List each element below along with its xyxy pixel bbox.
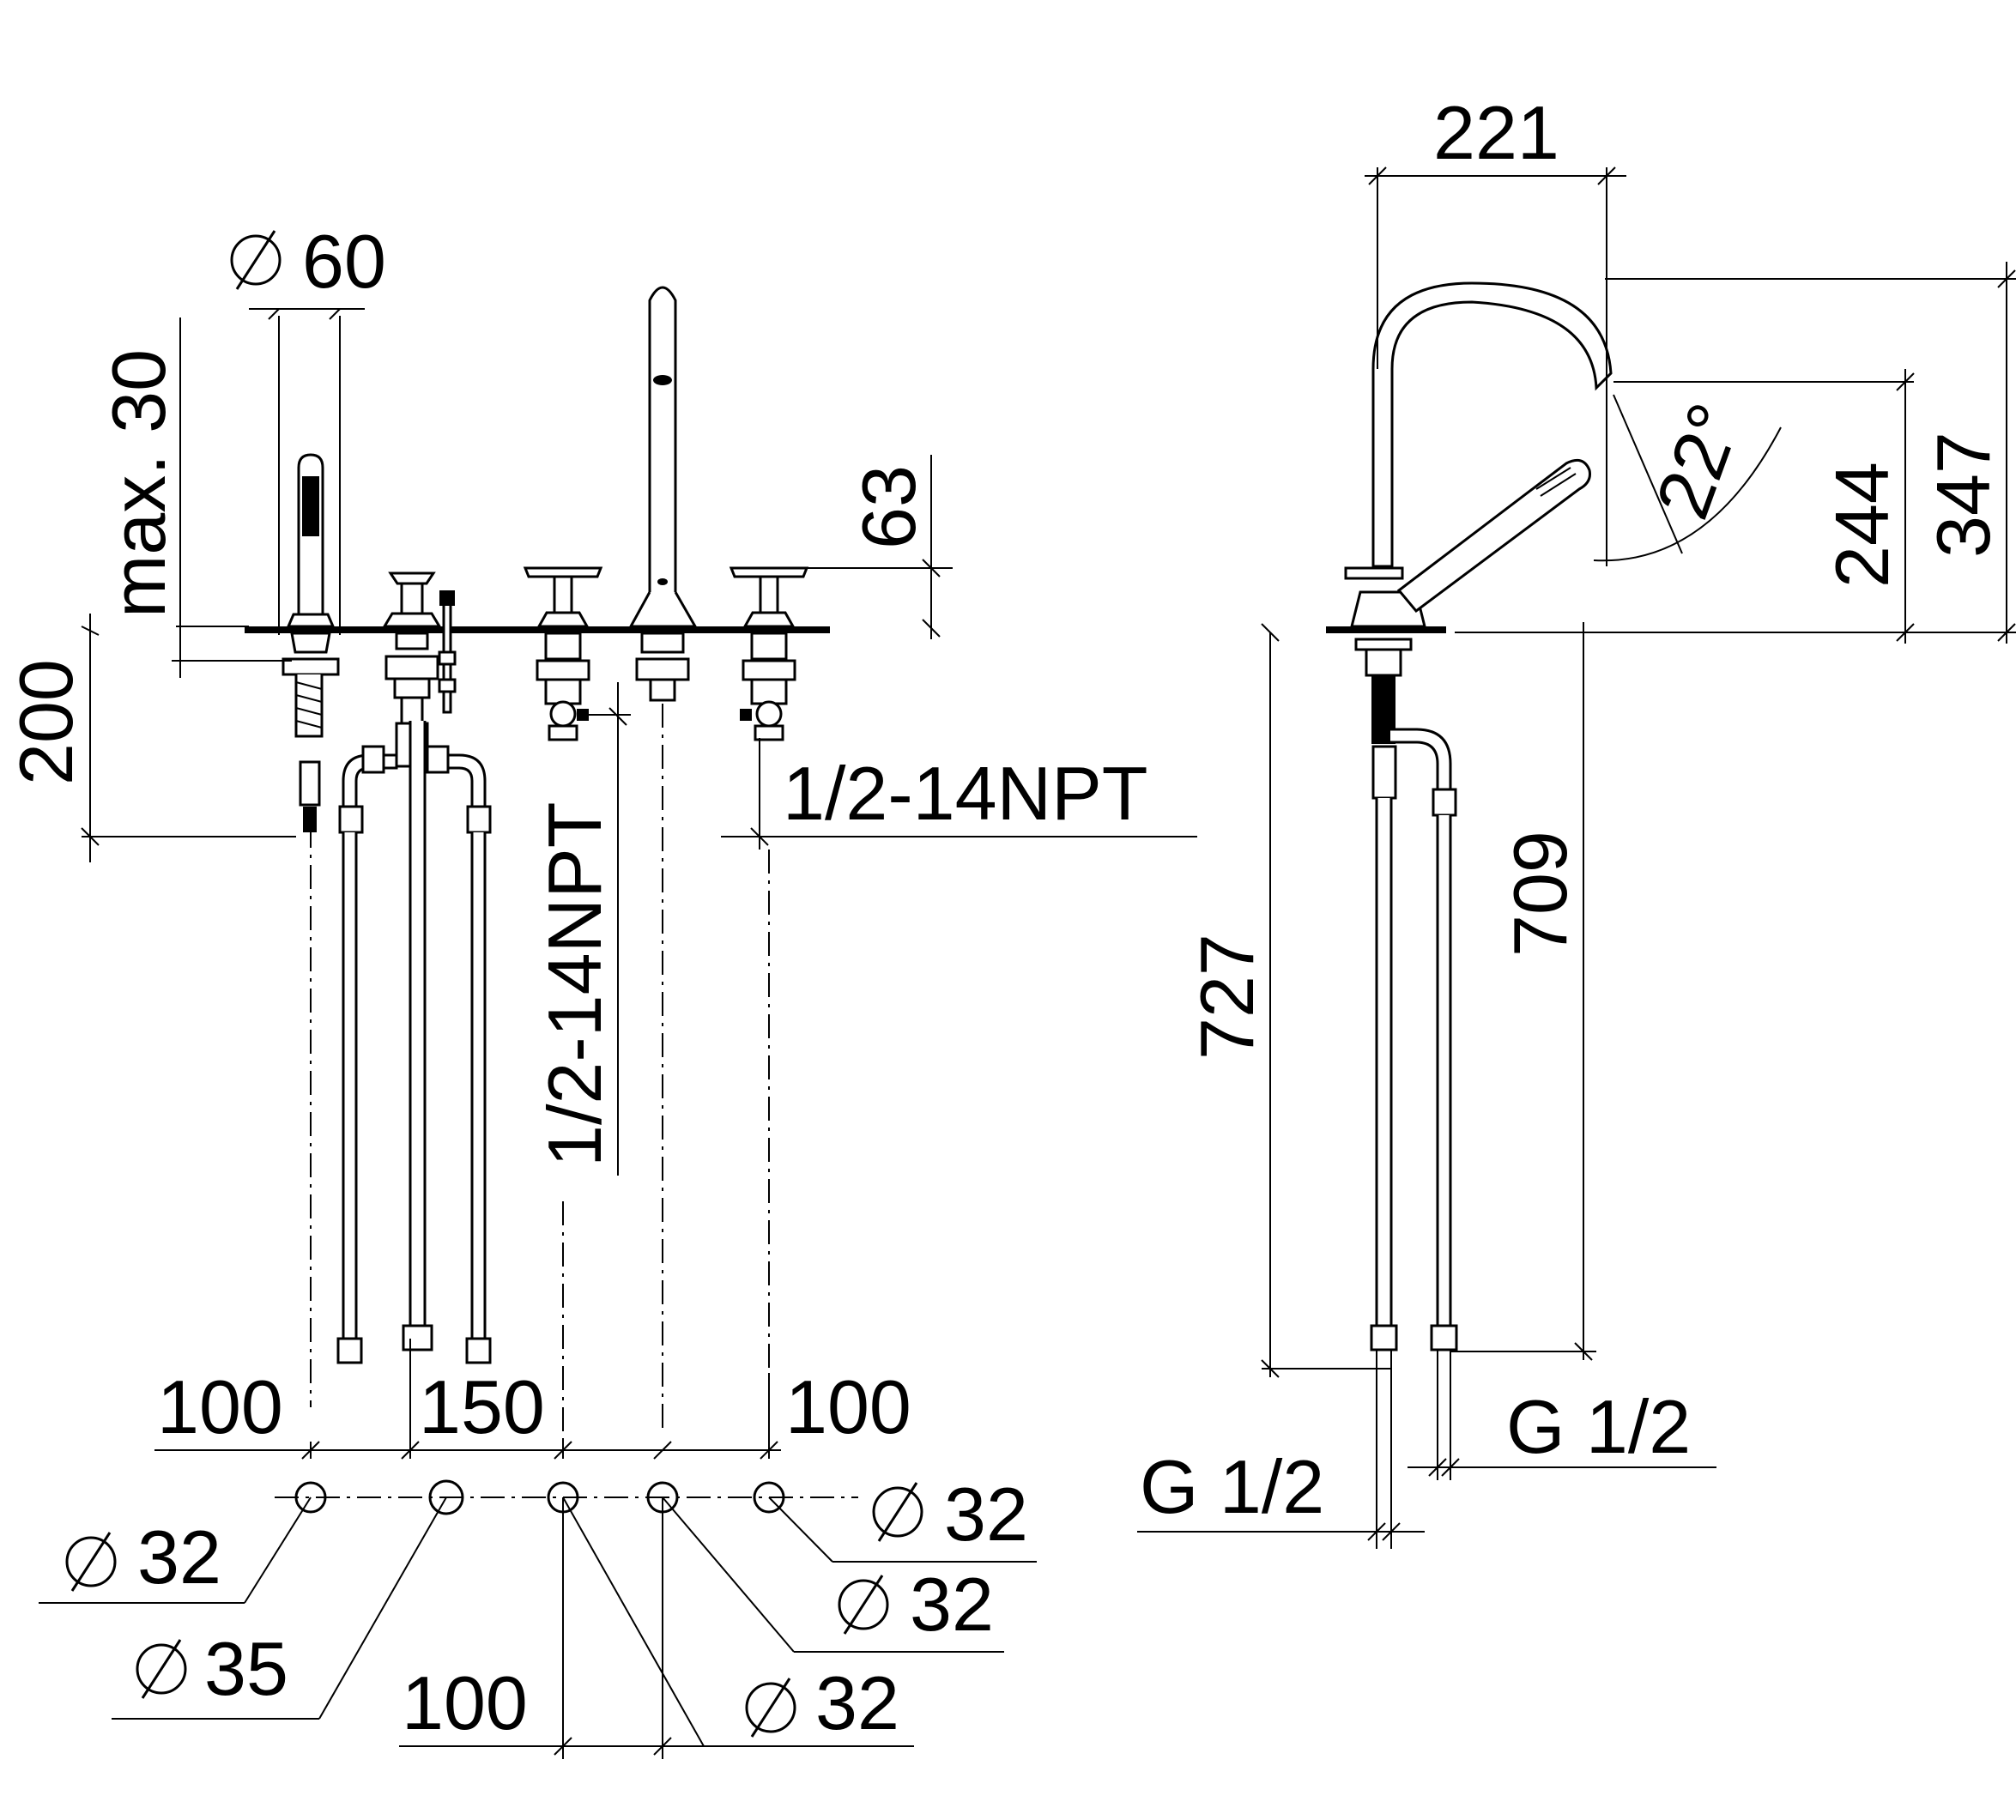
dimension-727: 727	[1184, 934, 1269, 1060]
dimension-200: 200	[3, 659, 88, 785]
dimension-angle-22: 22°	[1639, 393, 1759, 529]
diameter-symbol	[872, 1481, 923, 1543]
dimension-max-30: max. 30	[96, 349, 181, 618]
spout-side	[1371, 281, 1613, 568]
side-view: 221 244 347 22° 727 709 G 1/2 G 1/2	[1137, 90, 2016, 1549]
dimension-100-left: 100	[157, 1364, 283, 1449]
spout-front	[628, 286, 698, 702]
dimension-63: 63	[846, 465, 931, 549]
dimension-npt-vertical: 1/2-14NPT	[532, 801, 617, 1167]
dimension-100-bottom: 100	[402, 1660, 528, 1745]
dimension-lines-front	[81, 308, 1197, 1460]
dimension-dia-35: 35	[204, 1626, 288, 1711]
hand-shower-side	[1396, 458, 1591, 614]
dimension-npt-horizontal: 1/2-14NPT	[783, 751, 1148, 836]
hand-shower	[282, 453, 340, 832]
dimension-347: 347	[1921, 432, 2006, 558]
dimension-dia-60: 60	[302, 219, 386, 304]
diameter-symbol	[745, 1677, 796, 1738]
deck-plate-side	[1326, 626, 1446, 633]
diameter-symbol	[230, 229, 282, 291]
cross-valve-right	[729, 566, 809, 741]
dimension-lines-side	[1137, 166, 2016, 1549]
diameter-symbol	[136, 1638, 187, 1700]
dimension-dia-32-b: 32	[815, 1660, 899, 1745]
diameter-symbol	[65, 1531, 117, 1593]
centerlines	[310, 704, 770, 1459]
dimension-dia-32-a: 32	[137, 1515, 221, 1599]
dimension-100-right: 100	[785, 1364, 911, 1449]
deck-holes	[39, 1479, 1037, 1759]
dimension-221: 221	[1433, 90, 1559, 175]
dimension-150: 150	[419, 1364, 545, 1449]
front-view: 60 max. 30 200 63 1/2-14NPT 1/2-14NPT 10…	[3, 219, 1197, 1759]
supply-hoses	[336, 721, 492, 1364]
diameter-symbol	[838, 1574, 889, 1636]
dimension-244: 244	[1819, 462, 1904, 588]
dimension-g-half-right: G 1/2	[1506, 1384, 1691, 1469]
dimension-dia-32-d: 32	[944, 1472, 1028, 1557]
dimension-709: 709	[1498, 831, 1583, 957]
deck-plate	[245, 626, 830, 633]
dimension-dia-32-c: 32	[910, 1562, 994, 1647]
dimension-g-half-left: G 1/2	[1140, 1444, 1324, 1529]
